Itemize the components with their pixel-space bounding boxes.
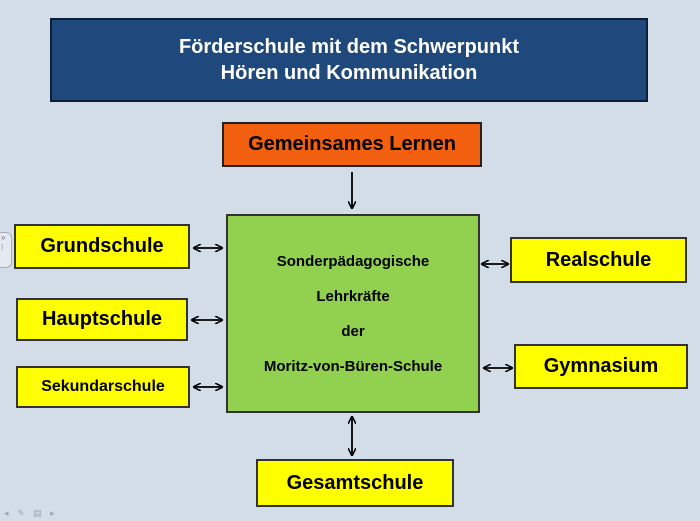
gesamtschule-box: Gesamtschule [256, 459, 454, 507]
slide-panel-handle-icon[interactable]: »⁞ [0, 232, 12, 268]
center-line-3: der [341, 322, 365, 340]
title-line-1: Förderschule mit dem Schwerpunkt [178, 36, 520, 58]
title-line-2: Hören und Kommunikation [220, 62, 478, 84]
center-teachers-box: Sonderpädagogische Lehrkräfte der Moritz… [226, 214, 480, 413]
hauptschule-box: Hauptschule [16, 298, 188, 341]
sekundarschule-box: Sekundarschule [16, 366, 190, 408]
center-line-4: Moritz-von-Büren-Schule [263, 357, 443, 375]
realschule-box: Realschule [510, 237, 687, 283]
gemeinsames-lernen-box: Gemeinsames Lernen [222, 122, 482, 167]
presentation-nav-icons[interactable]: ◂ ✎ ▤ ▸ [4, 508, 58, 518]
gymnasium-box: Gymnasium [514, 344, 688, 389]
center-line-1: Sonderpädagogische [276, 252, 430, 270]
center-line-2: Lehrkräfte [316, 287, 390, 305]
diagram-title: Förderschule mit dem Schwerpunkt Hören u… [50, 18, 648, 102]
grundschule-box: Grundschule [14, 224, 190, 269]
